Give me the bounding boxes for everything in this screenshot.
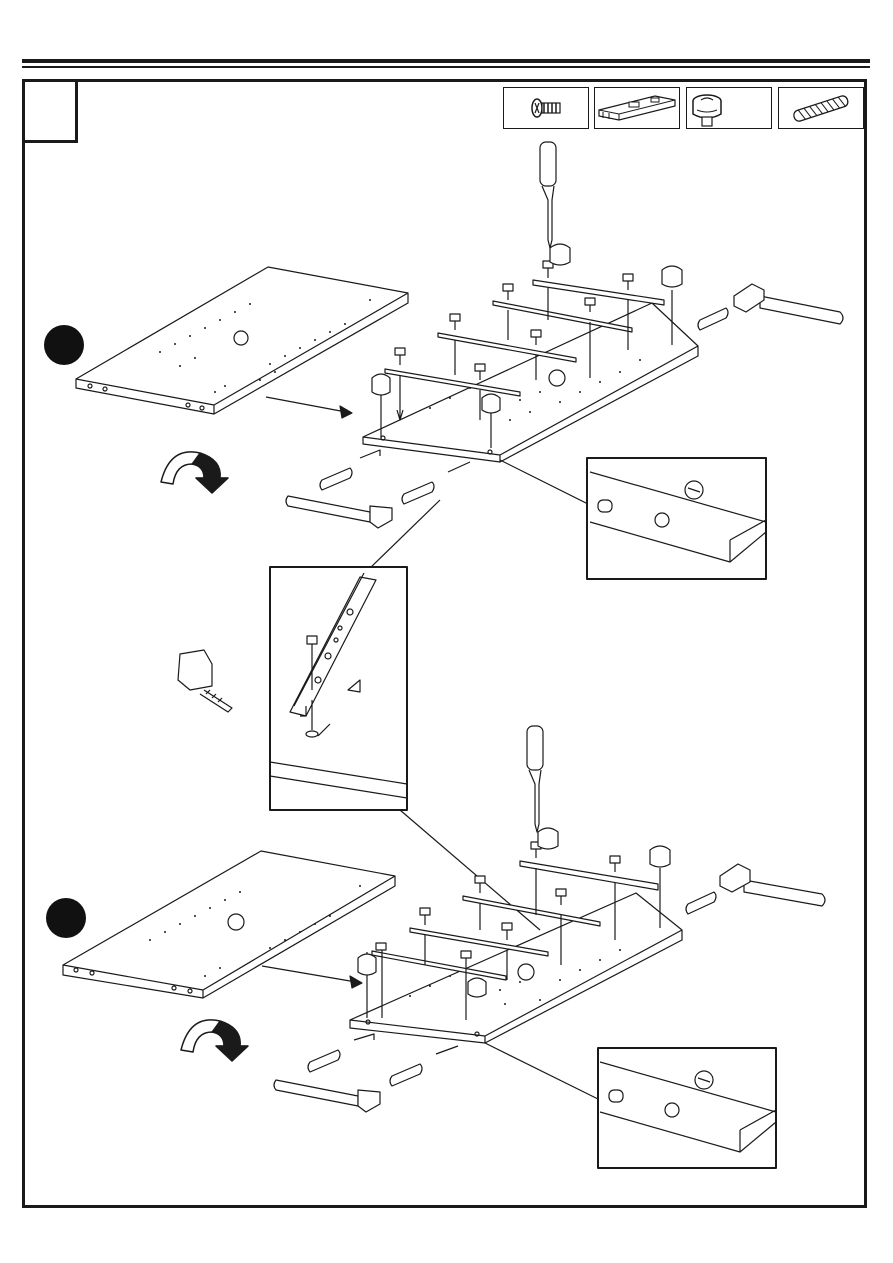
hammer-icon-1 (698, 284, 843, 330)
runner-1d (533, 280, 664, 305)
panel-main-2 (350, 893, 682, 1043)
callout-line-1 (500, 460, 600, 510)
panel-loose-1 (76, 267, 408, 414)
callout-line-4 (485, 1043, 600, 1100)
detail-box-2 (598, 1048, 776, 1168)
runner-detail-box (270, 567, 407, 810)
move-arrow-2 (262, 966, 356, 982)
rotate-arrow-icon-1 (161, 452, 228, 493)
panel-loose-2 (63, 851, 395, 998)
detail-box-1 (587, 458, 766, 579)
tape-measure-icon (178, 650, 232, 712)
hammer-icon-2b (274, 1034, 458, 1112)
move-arrow-1 (266, 397, 346, 412)
panel-main-1 (363, 303, 698, 462)
screwdriver-icon-1 (540, 142, 556, 248)
runner-1c (493, 301, 632, 332)
screwdriver-icon-2 (527, 726, 543, 832)
hammer-icon-1b (286, 450, 470, 528)
hammer-icon-2 (686, 864, 825, 914)
rotate-arrow-icon-2 (181, 1020, 248, 1061)
